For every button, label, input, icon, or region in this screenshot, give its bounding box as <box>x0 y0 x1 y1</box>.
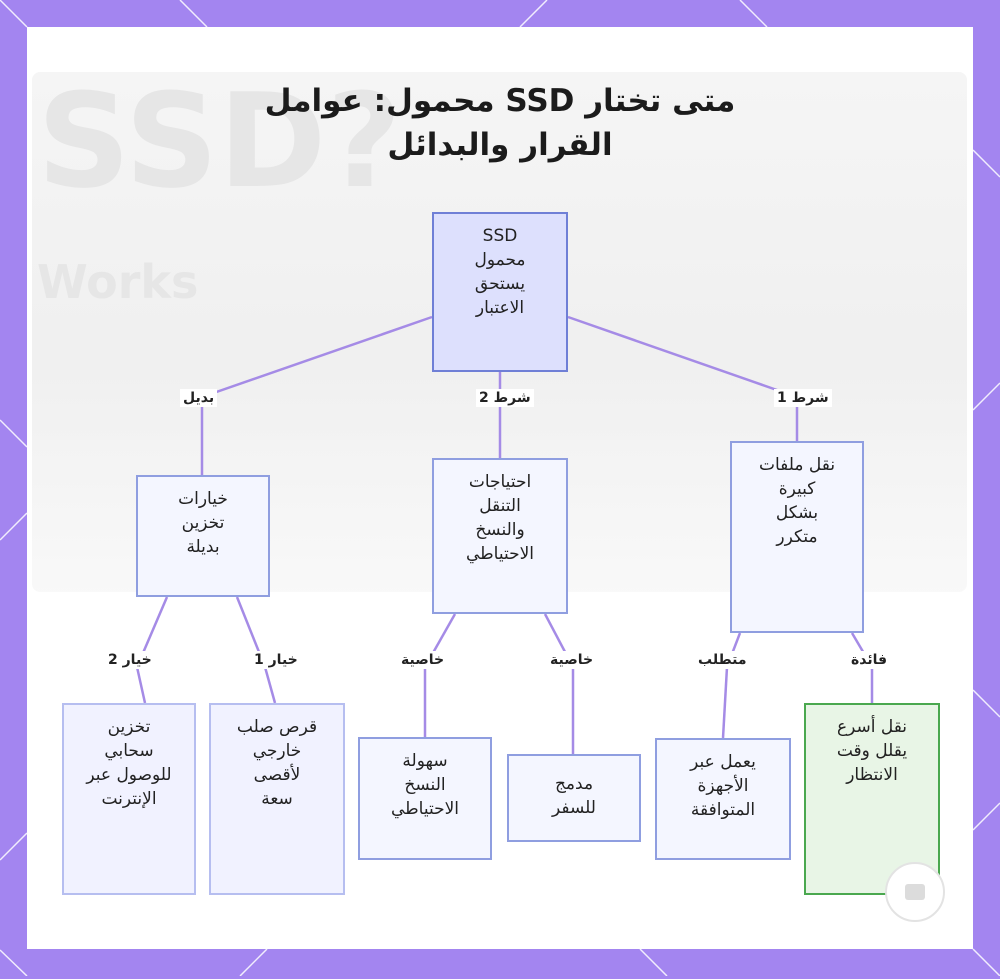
watermark-logo-icon <box>885 862 945 922</box>
node-compatible-devices: يعمل عبر الأجهزة المتوافقة <box>655 738 791 860</box>
diagram-title: متى تختار SSD محمول: عوامل القرار والبدا… <box>264 83 736 163</box>
node-mobility-backup: احتياجات التنقل والنسخ الاحتياطي <box>432 458 568 614</box>
node-cloud-storage: تخزين سحابي للوصول عبر الإنترنت <box>62 703 196 895</box>
edge-label-benefit: فائدة <box>848 651 891 669</box>
node-mobility-backup-label: احتياجات التنقل والنسخ الاحتياطي <box>465 472 535 564</box>
node-external-hdd: قرص صلب خارجي لأقصى سعة <box>209 703 345 895</box>
edge-label-feature-compact: خاصية <box>547 651 597 669</box>
node-compact-travel: مدمج للسفر <box>507 754 641 842</box>
node-easy-backup: سهولة النسخ الاحتياطي <box>358 737 492 860</box>
edge-label-requirement: متطلب <box>695 651 750 669</box>
edge-label-option-1: خيار 1 <box>251 651 301 669</box>
edge-label-condition-2: شرط 2 <box>476 389 534 407</box>
diagram-edges <box>135 315 874 754</box>
node-compact-travel-label: مدمج للسفر <box>552 774 596 818</box>
node-compatible-devices-label: يعمل عبر الأجهزة المتوافقة <box>690 752 756 820</box>
edge-label-feature-backup: خاصية <box>398 651 448 669</box>
background-watermark-text: SSD? <box>37 65 402 217</box>
node-large-file-transfers-label: نقل ملفات كبيرة بشكل متكرر <box>758 455 836 547</box>
node-large-file-transfers: نقل ملفات كبيرة بشكل متكرر <box>730 441 864 633</box>
node-alternative-storage: خيارات تخزين بديلة <box>136 475 270 597</box>
edge-label-condition-1: شرط 1 <box>774 389 832 407</box>
edge-label-alternative: بديل <box>180 389 218 407</box>
edge-label-option-2: خيار 2 <box>105 651 155 669</box>
node-external-hdd-label: قرص صلب خارجي لأقصى سعة <box>236 717 318 809</box>
node-easy-backup-label: سهولة النسخ الاحتياطي <box>390 751 460 819</box>
node-alternative-storage-label: خيارات تخزين بديلة <box>178 489 228 557</box>
node-root-label: SSD محمول يستحق الاعتبار <box>474 226 526 318</box>
background-watermark-subtext: Works <box>37 255 199 309</box>
node-faster-transfer-label: نقل أسرع يقلل وقت الانتظار <box>836 717 908 785</box>
diagram-panel: SSD? Works متى تختار SSD محمول: عوامل ال… <box>27 27 973 949</box>
node-cloud-storage-label: تخزين سحابي للوصول عبر الإنترنت <box>86 717 172 809</box>
node-root-portable-ssd: SSD محمول يستحق الاعتبار <box>432 212 568 372</box>
